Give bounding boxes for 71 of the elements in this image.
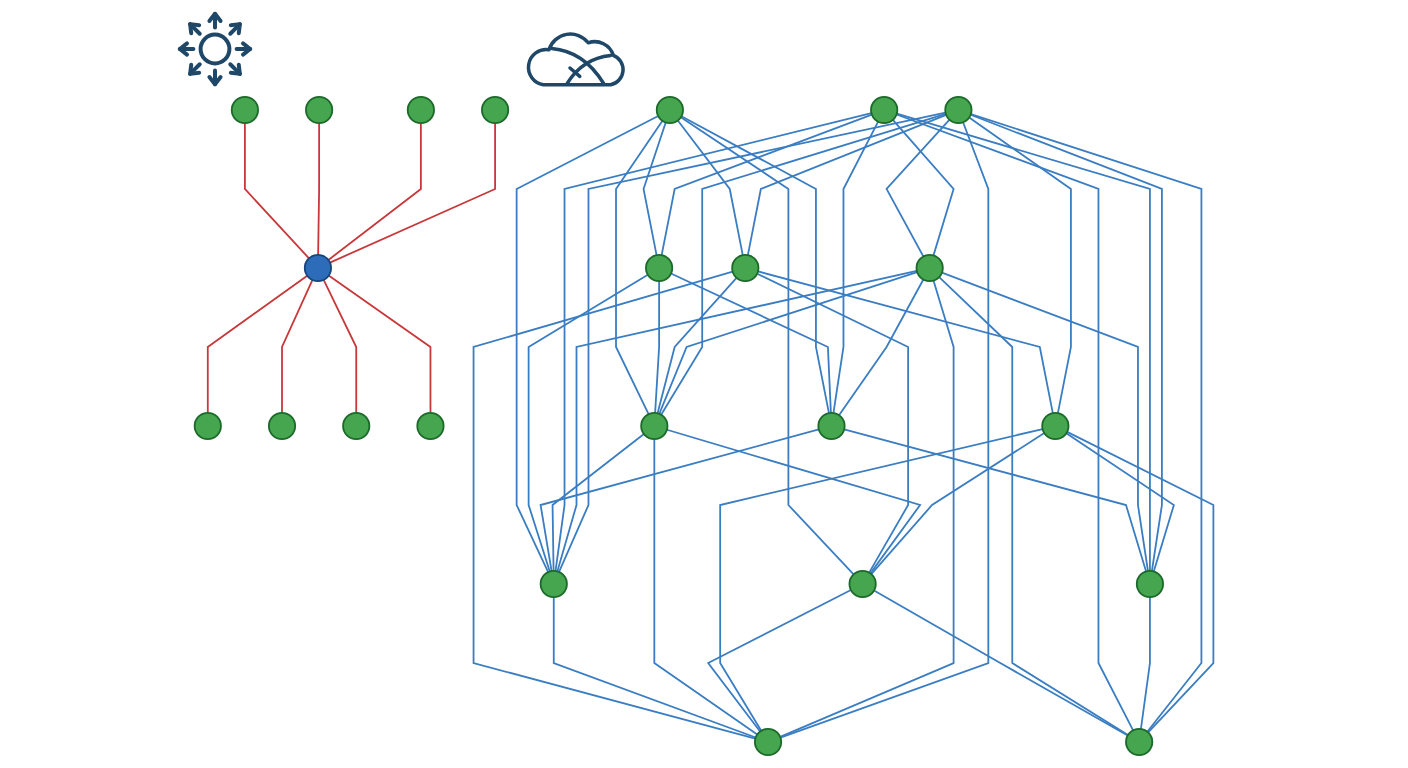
- connector-line: [756, 272, 909, 574]
- network-node: [342, 411, 371, 441]
- network-node: [944, 95, 973, 125]
- connector-line: [244, 122, 310, 260]
- connector-line: [670, 272, 832, 414]
- connector-line: [658, 271, 919, 415]
- connector-line: [676, 119, 744, 256]
- connector-line: [843, 428, 1147, 573]
- connector-line: [642, 121, 667, 256]
- connector-line: [970, 113, 1203, 733]
- network-node: [915, 253, 944, 283]
- network-node: [193, 411, 222, 441]
- connector-line: [1066, 431, 1215, 734]
- connector-line: [472, 270, 757, 740]
- connector-line: [832, 120, 880, 414]
- connector-line: [680, 115, 830, 414]
- connector-line: [779, 279, 955, 738]
- connector-line: [666, 428, 922, 575]
- connector-line: [515, 115, 660, 573]
- connector-line: [873, 589, 1129, 737]
- connector-line: [329, 122, 496, 264]
- connector-line: [527, 273, 649, 573]
- network-node: [848, 569, 877, 599]
- hub-node: [303, 253, 332, 283]
- network-node: [645, 253, 674, 283]
- connector-line: [317, 122, 320, 256]
- connector-line: [554, 112, 873, 572]
- connector-line: [757, 270, 1054, 414]
- network-node: [731, 253, 760, 283]
- connector-line: [870, 432, 1046, 576]
- connector-line: [653, 438, 759, 736]
- connector-line: [779, 121, 990, 739]
- connector-line: [654, 280, 660, 414]
- connector-line: [322, 278, 358, 414]
- network-node: [267, 411, 297, 441]
- network-node: [870, 95, 899, 125]
- connector-line: [206, 274, 309, 414]
- connector-line: [746, 113, 948, 256]
- network-node: [481, 95, 510, 125]
- connector-line: [327, 274, 432, 414]
- connector-line: [539, 428, 820, 572]
- network-node: [1125, 727, 1154, 757]
- connector-line: [719, 428, 1044, 732]
- connector-line: [552, 596, 757, 739]
- network-node: [754, 727, 783, 757]
- connector-line: [969, 113, 1163, 572]
- connector-line: [281, 279, 314, 414]
- connector-line: [706, 589, 852, 733]
- connector-line: [660, 112, 947, 416]
- network-node: [1041, 411, 1070, 441]
- network-node: [817, 411, 846, 441]
- network-node: [1135, 569, 1164, 599]
- network-node: [655, 95, 684, 125]
- connector-line: [1140, 596, 1151, 730]
- connector-line: [938, 276, 1129, 736]
- connector-line: [968, 116, 1072, 414]
- connector-line: [327, 122, 422, 261]
- connector-line: [551, 433, 645, 572]
- network-node: [416, 411, 445, 441]
- network-node: [640, 411, 669, 441]
- connector-line: [660, 113, 873, 256]
- connector-line: [941, 271, 1149, 572]
- connector-line: [838, 278, 925, 417]
- connector-line: [1065, 432, 1175, 573]
- connector-line: [679, 116, 855, 576]
- network-node: [539, 569, 568, 599]
- network-node: [406, 95, 435, 125]
- connector-line: [615, 119, 664, 416]
- connector-line: [656, 276, 738, 415]
- network-node: [230, 95, 259, 125]
- network-node: [305, 95, 334, 125]
